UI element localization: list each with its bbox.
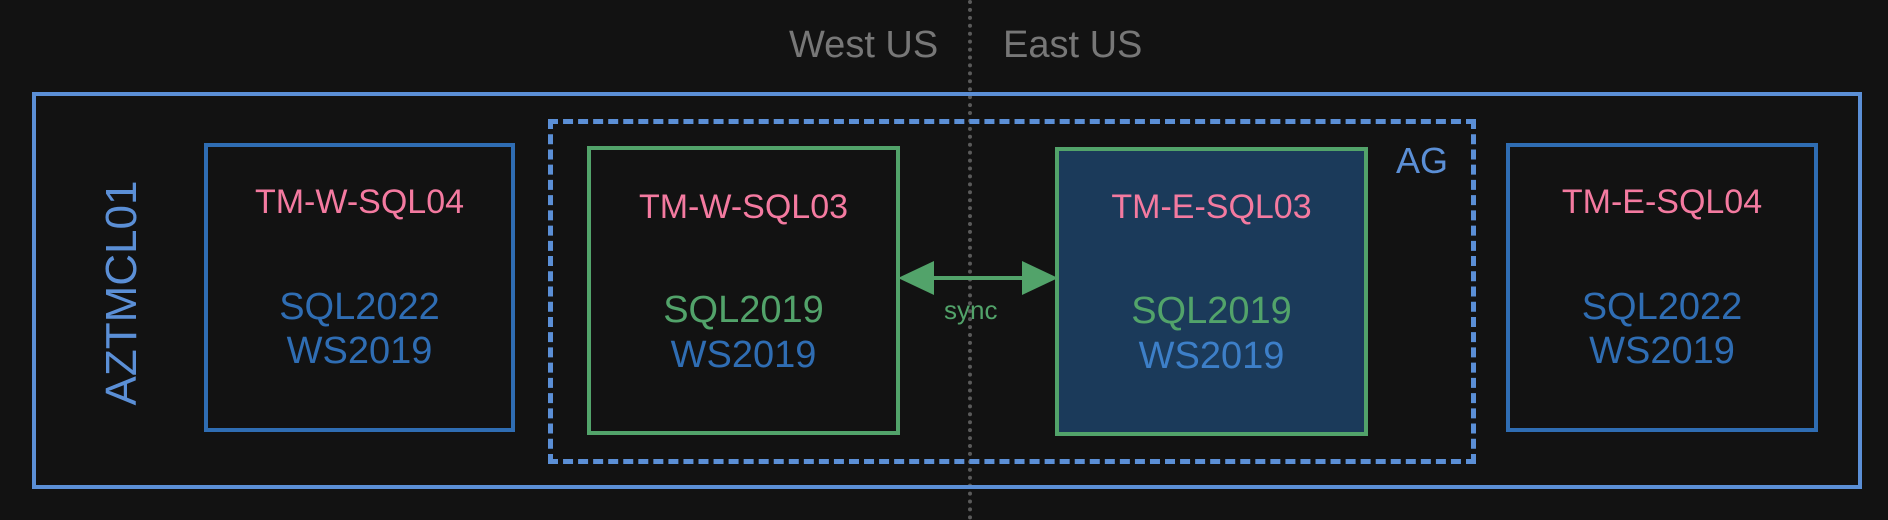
region-label-west: West US [789,24,939,66]
node-os-version: WS2019 [670,334,817,376]
sync-arrowhead-left-icon [898,261,934,295]
node-name: TM-W-SQL04 [254,183,465,221]
node-os-version: WS2019 [286,330,433,372]
node-tm-e-sql03: TM-E-SQL03 SQL2019 WS2019 [1055,147,1368,436]
node-os-version: WS2019 [1138,335,1285,377]
sync-arrow [898,261,1058,295]
node-name: TM-E-SQL03 [1111,188,1312,226]
cluster-name: AZTMCL01 [97,180,146,406]
sync-arrowhead-right-icon [1022,261,1058,295]
node-sql-version: SQL2019 [1131,290,1292,332]
node-tm-w-sql04: TM-W-SQL04 SQL2022 WS2019 [204,143,515,432]
node-os-version: WS2019 [1589,330,1735,372]
sync-label: sync [944,295,998,325]
availability-group-label: AG [1396,140,1449,181]
node-tm-w-sql03: TM-W-SQL03 SQL2019 WS2019 [587,146,900,435]
node-sql-version: SQL2022 [279,286,440,328]
cluster-frame [32,92,1862,489]
node-sql-version: SQL2022 [1581,286,1743,328]
node-name: TM-E-SQL04 [1561,183,1763,221]
availability-group-frame [548,119,1476,464]
node-sql-version: SQL2019 [663,289,824,331]
region-divider [968,0,972,520]
node-name: TM-W-SQL03 [638,188,849,226]
node-tm-e-sql04: TM-E-SQL04 SQL2022 WS2019 [1506,143,1818,432]
region-label-east: East US [1003,24,1143,66]
